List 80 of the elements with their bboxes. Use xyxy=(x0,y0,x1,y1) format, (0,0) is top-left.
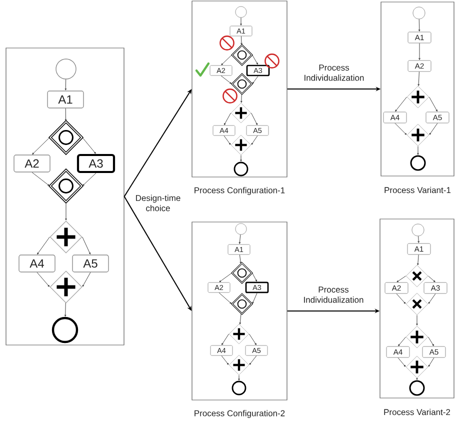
arrow xyxy=(398,336,406,346)
arrow xyxy=(221,355,229,365)
arrow xyxy=(418,19,420,32)
arrow xyxy=(239,313,242,324)
arrow xyxy=(249,355,257,365)
arrow xyxy=(82,137,96,154)
arrow xyxy=(82,172,96,186)
arrow xyxy=(124,89,192,197)
start-circle xyxy=(56,58,76,80)
activity-box: A2 xyxy=(14,154,50,172)
end-circle xyxy=(234,162,248,176)
arrow xyxy=(417,254,419,266)
arrow xyxy=(418,236,420,243)
arrow xyxy=(240,154,242,162)
panel-label: Process Configuration-2 xyxy=(194,410,285,418)
panel-label: Process Configuration-1 xyxy=(194,187,285,195)
end-circle xyxy=(410,155,426,171)
arrow xyxy=(240,36,242,45)
end-circle xyxy=(409,380,425,396)
arrow xyxy=(124,196,192,311)
arrow xyxy=(218,292,232,304)
arrow xyxy=(428,294,436,304)
arrow xyxy=(32,172,50,186)
arrow xyxy=(240,17,242,26)
arrow xyxy=(417,146,419,155)
arrow xyxy=(418,43,420,60)
panel-label: Process Variant-2 xyxy=(384,408,450,416)
arrow xyxy=(239,254,242,264)
arrow xyxy=(222,334,230,346)
arrow xyxy=(240,94,242,103)
arrow xyxy=(64,108,67,121)
arrow xyxy=(396,276,406,282)
annotation-label: Design-time choice xyxy=(136,194,180,212)
arrow xyxy=(252,272,257,282)
arrow xyxy=(82,236,91,254)
arrow xyxy=(82,272,91,287)
arrow xyxy=(428,276,436,282)
arrow xyxy=(398,358,406,367)
arrow xyxy=(32,137,50,154)
end-circle xyxy=(232,380,246,396)
edge-label: Process Individualization xyxy=(300,64,368,82)
arrow xyxy=(65,202,67,220)
arrow xyxy=(238,374,240,380)
start-circle xyxy=(235,223,247,235)
arrow xyxy=(252,292,258,304)
panel-label: Process Variant-1 xyxy=(384,186,451,194)
arrow xyxy=(252,76,258,84)
arrow xyxy=(396,294,406,304)
arrow xyxy=(416,378,418,380)
arrow xyxy=(64,79,67,90)
arrow xyxy=(251,135,258,145)
arrow xyxy=(248,334,256,346)
arrow xyxy=(418,72,420,86)
arrow xyxy=(394,123,407,135)
arrow xyxy=(220,75,232,84)
arrow xyxy=(36,272,50,287)
arrow xyxy=(428,358,434,367)
arrow xyxy=(224,112,232,126)
arrow xyxy=(428,336,434,346)
arrow xyxy=(252,54,258,65)
arrow xyxy=(416,315,418,326)
arrow xyxy=(224,135,231,145)
arrow xyxy=(238,234,241,244)
arrow xyxy=(221,54,232,66)
activity-box: A5 xyxy=(72,254,109,272)
arrow xyxy=(429,96,438,112)
arrow xyxy=(64,302,66,317)
arrow xyxy=(250,112,258,126)
start-circle xyxy=(412,224,424,236)
arrow xyxy=(429,123,438,135)
arrow xyxy=(219,272,232,282)
activity-box: A4 xyxy=(18,254,56,272)
activity-box: A3 xyxy=(76,154,116,174)
arrow xyxy=(395,96,407,112)
start-circle xyxy=(412,6,426,20)
arrow xyxy=(37,236,50,254)
end-circle xyxy=(52,316,78,344)
start-circle xyxy=(235,6,247,18)
edge-label: Process Individualization xyxy=(300,286,368,304)
activity-box: A1 xyxy=(47,90,84,108)
